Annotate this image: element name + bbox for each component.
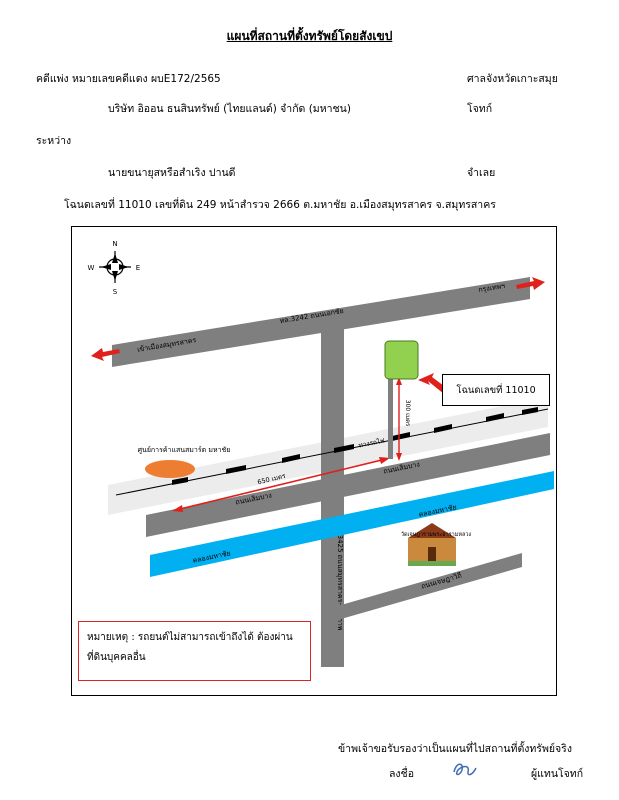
location-map: N S W E ทล.3242 ถนนเอกชัย กรุงเทพฯ เข้าเ… xyxy=(71,226,557,696)
plaintiff-role: โจทก์ xyxy=(467,103,493,115)
bottom-road xyxy=(334,553,522,621)
sign-label: ลงชื่อ xyxy=(389,768,414,780)
plot-label-box: โฉนดเลขที่ 11010 xyxy=(442,374,550,406)
top-road xyxy=(112,277,530,367)
canal xyxy=(150,471,554,577)
compass-e: E xyxy=(136,264,140,272)
market-label: ศูนย์การค้าแสนสมาร์ต มหาชัย xyxy=(138,446,231,454)
vertical-road-label: ทล.3425 ถนนสมุทรสาคร-ไชยภาพ xyxy=(336,524,345,631)
deed-line: โฉนดเลขที่ 11010 เลขที่ดิน 249 หน้าสำรวจ… xyxy=(64,199,496,211)
pointer-arrow-icon xyxy=(418,373,448,394)
arrow-west-icon xyxy=(91,348,120,361)
compass-icon: N S W E xyxy=(88,240,141,296)
signature-mark xyxy=(453,763,477,776)
arrowhead-icon xyxy=(396,453,402,461)
arrow-east-icon xyxy=(516,277,545,290)
sign-role: ผู้แทนโจทก์ xyxy=(531,768,584,780)
arrowhead-icon xyxy=(396,377,402,385)
market-marker xyxy=(145,460,195,478)
certify-text: ข้าพเจ้าขอรับรองว่าเป็นแผนที่ไปสถานที่ตั… xyxy=(338,743,572,755)
court-name: ศาลจังหวัดเกาะสมุย xyxy=(467,73,558,85)
access-path xyxy=(388,379,393,459)
temple-icon xyxy=(408,523,456,566)
remark-box: หมายเหตุ : รถยนต์ไม่สามารถเข้าถึงได้ ต้อ… xyxy=(78,621,311,681)
railway-ties xyxy=(172,407,538,485)
compass-w: W xyxy=(88,264,95,272)
plaintiff-name: บริษัท อิออน ธนสินทรัพย์ (ไทยแลนด์) จำกั… xyxy=(108,103,351,115)
page-title: แผนที่สถานที่ตั้งทรัพย์โดยสังเขป xyxy=(226,29,393,43)
lower-road xyxy=(146,433,550,537)
defendant-name: นายขนายุสหรือสำเริง ปานดี xyxy=(108,167,236,179)
arrowhead-icon xyxy=(172,505,183,512)
distance-vertical-label: 300 เมตร xyxy=(404,400,411,427)
compass-n: N xyxy=(112,240,117,248)
distance-line-horizontal xyxy=(175,458,387,511)
case-number: คดีแพ่ง หมายเลขคดีแดง ผบE172/2565 xyxy=(36,73,221,85)
between-label: ระหว่าง xyxy=(36,135,72,147)
arrowhead-icon xyxy=(379,457,390,464)
compass-s: S xyxy=(113,288,118,296)
defendant-role: จำเลย xyxy=(467,167,496,179)
plot-marker xyxy=(384,340,419,380)
temple-label: วัดเจษฎารามพระอารามหลวง xyxy=(401,531,472,538)
map-canvas: N S W E ทล.3242 ถนนเอกชัย กรุงเทพฯ เข้าเ… xyxy=(88,240,554,667)
